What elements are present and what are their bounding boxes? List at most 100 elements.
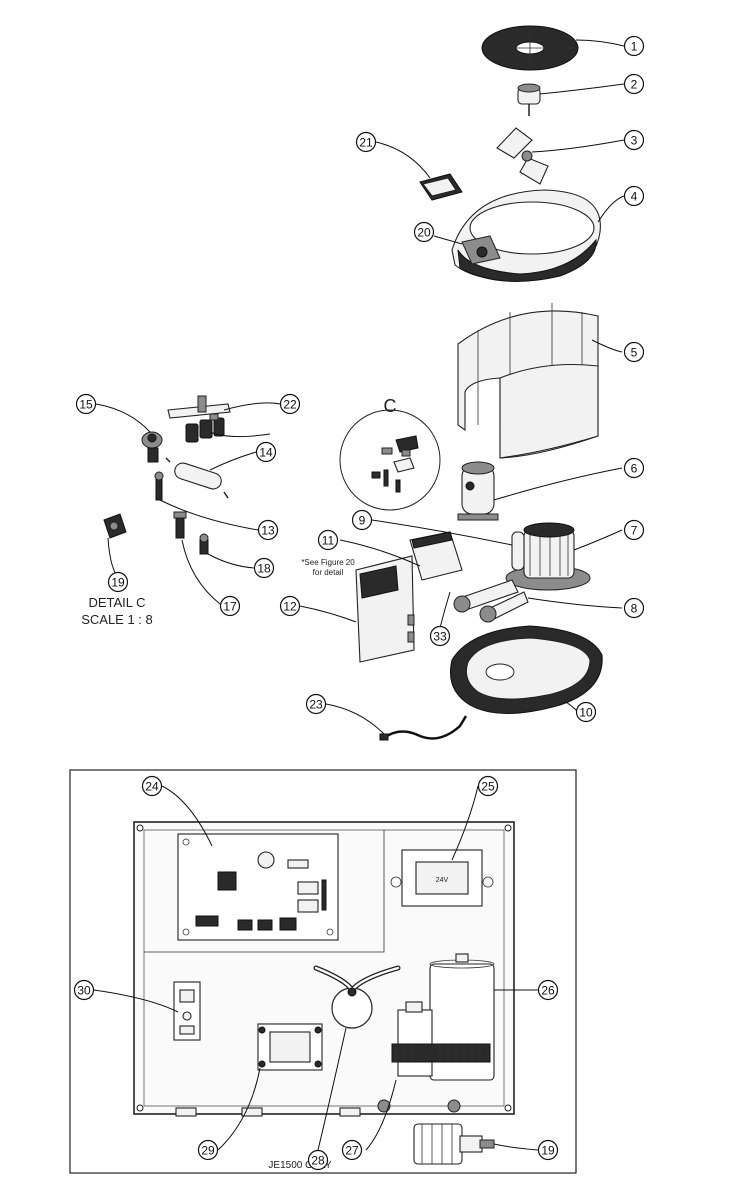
detail-c-scale: SCALE 1 : 8 xyxy=(81,612,153,627)
callout-number: 4 xyxy=(631,190,638,204)
callout-circle xyxy=(257,519,279,541)
callout-circle xyxy=(255,441,277,463)
callout-number: 18 xyxy=(257,562,271,576)
callout-c14: 14 xyxy=(255,441,277,463)
callout-number: 19 xyxy=(541,1144,555,1158)
transformer-voltage-label: 24V xyxy=(436,877,449,884)
figure-note-line1: *See Figure 20 xyxy=(301,558,355,567)
callout-circle xyxy=(305,693,327,715)
callout-circle xyxy=(307,1149,329,1171)
callout-c4: 4 xyxy=(623,185,645,207)
callout-c30: 30 xyxy=(73,979,95,1001)
callout-c7: 7 xyxy=(623,519,645,541)
callout-c19a: 19 xyxy=(107,571,129,593)
flow-switch xyxy=(103,513,127,539)
water-connections xyxy=(453,579,529,623)
callout-c1: 1 xyxy=(623,35,645,57)
callout-c15: 15 xyxy=(75,393,97,415)
callout-number: 24 xyxy=(145,780,159,794)
callout-number: 22 xyxy=(283,398,297,412)
callout-circle xyxy=(141,775,163,797)
callout-number: 14 xyxy=(259,446,273,460)
callout-circle xyxy=(429,625,451,647)
callout-number: 11 xyxy=(322,534,335,548)
callout-circle xyxy=(623,597,645,619)
wire-harness xyxy=(379,715,468,741)
callout-circle xyxy=(253,557,275,579)
evaporator-panels xyxy=(457,303,599,459)
callout-number: 21 xyxy=(359,136,373,150)
callout-c21: 21 xyxy=(355,131,377,153)
callout-circle xyxy=(623,341,645,363)
detail-c-letter: C xyxy=(384,396,397,416)
callout-number: 33 xyxy=(433,630,447,644)
contactor xyxy=(377,1001,491,1113)
callout-c8: 8 xyxy=(623,597,645,619)
callout-number: 26 xyxy=(541,984,555,998)
detail-c-view xyxy=(339,409,441,511)
callout-number: 27 xyxy=(345,1144,359,1158)
transformer xyxy=(390,849,494,907)
callout-circle xyxy=(355,131,377,153)
reversing-valve xyxy=(141,431,163,463)
valve-assembly xyxy=(167,395,231,443)
control-board xyxy=(177,833,339,941)
callout-circle xyxy=(75,393,97,415)
callout-number: 13 xyxy=(261,524,275,538)
figure-note-line2: for detail xyxy=(313,568,344,577)
callout-number: 10 xyxy=(579,706,593,720)
compressor xyxy=(457,461,499,521)
flow-switch-bottom xyxy=(413,1123,495,1165)
callout-c18: 18 xyxy=(253,557,275,579)
thermistor-sensor xyxy=(313,965,401,1029)
control-display xyxy=(461,235,501,265)
callout-c10: 10 xyxy=(575,701,597,723)
callout-circle xyxy=(341,1139,363,1161)
filter-drier xyxy=(511,531,525,571)
callout-c9: 9 xyxy=(351,509,373,531)
callout-number: 6 xyxy=(631,462,638,476)
callout-c24: 24 xyxy=(141,775,163,797)
callout-circle xyxy=(537,1139,559,1161)
callout-c3: 3 xyxy=(623,129,645,151)
callout-number: 23 xyxy=(309,698,323,712)
callout-circle xyxy=(351,509,373,531)
callout-number: 9 xyxy=(359,514,366,528)
callout-c26: 26 xyxy=(537,979,559,1001)
drier xyxy=(165,457,229,499)
callout-circle xyxy=(623,73,645,95)
callout-number: 12 xyxy=(283,600,297,614)
callout-number: 29 xyxy=(201,1144,215,1158)
callout-c29: 29 xyxy=(197,1139,219,1161)
detail-c-title: DETAIL C xyxy=(88,595,145,610)
fan-motor xyxy=(517,83,541,116)
callout-number: 28 xyxy=(311,1154,325,1168)
callout-circle xyxy=(623,457,645,479)
terminal-block xyxy=(173,981,201,1041)
callout-circle xyxy=(197,1139,219,1161)
callout-c25: 25 xyxy=(477,775,499,797)
callout-circle xyxy=(279,595,301,617)
callout-number: 5 xyxy=(631,346,638,360)
callout-c13: 13 xyxy=(257,519,279,541)
callout-c23: 23 xyxy=(305,693,327,715)
callout-number: 2 xyxy=(631,78,638,92)
panel-view-frame xyxy=(69,769,577,1174)
callout-number: 15 xyxy=(79,398,93,412)
callout-circle xyxy=(73,979,95,1001)
callout-c12: 12 xyxy=(279,595,301,617)
control-panel-door xyxy=(355,555,415,663)
callout-circle xyxy=(575,701,597,723)
electrical-box xyxy=(409,531,463,581)
pressure-sensor xyxy=(154,471,164,501)
callout-c6: 6 xyxy=(623,457,645,479)
fan-blade xyxy=(496,127,549,185)
temperature-sensor xyxy=(199,533,209,555)
callout-c27: 27 xyxy=(341,1139,363,1161)
callout-c20: 20 xyxy=(413,221,435,243)
fan-guard xyxy=(481,25,579,71)
callout-number: 30 xyxy=(77,984,91,998)
panel-caption: JE1500 ONLY xyxy=(268,1160,332,1171)
